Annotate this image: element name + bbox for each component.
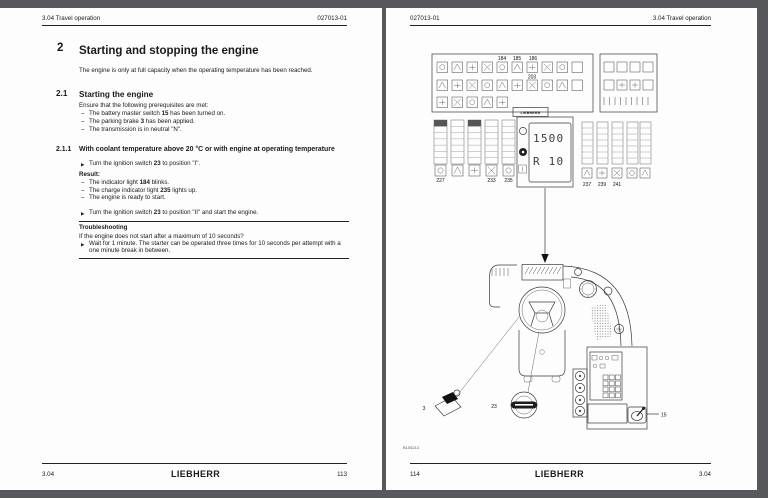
- callout-line: [527, 331, 540, 393]
- left-page-content: 2 Starting and stopping the engine The e…: [0, 39, 349, 259]
- speaker-grille: [590, 303, 613, 340]
- display-housing: [516, 116, 574, 188]
- cab-illustration: 15 3 23: [423, 264, 667, 430]
- down-arrow-icon: [541, 254, 549, 263]
- section-intro: The engine is only at full capacity when…: [79, 67, 313, 74]
- steering-wheel: [518, 286, 566, 334]
- list-item: – The parking brake 3 has been applied.: [81, 117, 195, 125]
- left-page-header: 3.04 Travel operation 027013-01: [42, 15, 347, 26]
- display-gear-value: R 10: [533, 155, 564, 168]
- callout-227: 227: [436, 178, 445, 184]
- callout-233: 233: [487, 178, 496, 184]
- section-2-1-1-heading: 2.1.1 With coolant temperature above 20 …: [0, 146, 349, 154]
- side-panel: [586, 346, 648, 430]
- callout-184: 184: [498, 56, 507, 62]
- list-item: – The transmission is in neutral "N".: [81, 125, 182, 133]
- dash-marker: –: [81, 117, 85, 125]
- troubleshooting-top-rule: [79, 220, 349, 222]
- header-doc-id: 027013-01: [317, 15, 347, 22]
- troubleshooting-remedy: ▶ Wait for 1 minute. The starter can be …: [81, 240, 341, 255]
- subsection-title: Starting the engine: [79, 90, 154, 100]
- section-2-1-heading: 2.1 Starting the engine: [0, 89, 349, 100]
- dashboard: [521, 264, 564, 281]
- callout-3: 3: [423, 406, 426, 412]
- subsubsection-number: 2.1.1: [56, 145, 72, 153]
- section-2-heading: 2 Starting and stopping the engine: [0, 42, 349, 58]
- callout-235: 235: [504, 178, 513, 184]
- header-section-label: 3.04 Travel operation: [42, 15, 101, 22]
- bar-gauges: [433, 119, 652, 179]
- socket-icon: [614, 324, 624, 334]
- header-doc-id: 027013-01: [410, 15, 440, 22]
- knob-icon: [603, 286, 613, 296]
- panel-brand-label: LIEBHERR: [521, 111, 541, 115]
- callout-185: 185: [513, 56, 522, 62]
- right-page-header: 027013-01 3.04 Travel operation: [410, 15, 711, 26]
- dash-marker: –: [81, 110, 85, 117]
- subsubsection-title: With coolant temperature above 20 °C or …: [79, 145, 335, 153]
- callout-186: 186: [529, 56, 538, 62]
- callout-15: 15: [661, 413, 667, 419]
- battery-master-switch: [627, 406, 647, 424]
- section-number: 2: [57, 42, 64, 54]
- liebherr-logo: LIEBHERR: [534, 468, 585, 480]
- prerequisites-lead: Ensure that the following prerequisites …: [79, 102, 209, 110]
- dash-marker: –: [81, 194, 85, 202]
- troubleshooting-bottom-rule: [79, 257, 349, 259]
- footer-chapter: 3.04: [698, 470, 711, 478]
- section-title: Starting and stopping the engine: [79, 45, 259, 57]
- page-right: 027013-01 3.04 Travel operation 184 185 …: [386, 8, 757, 490]
- callout-203: 203: [528, 75, 537, 81]
- armrest-console: [562, 265, 633, 347]
- callout-239: 239: [598, 182, 607, 188]
- seat-console: [518, 330, 566, 377]
- list-item: – The battery master switch 15 has been …: [81, 110, 226, 117]
- footer-page-number: 113: [337, 470, 347, 478]
- keypad-grid: [602, 374, 621, 399]
- callout-line: [455, 316, 520, 398]
- troubleshooting-question: If the engine does not start after a max…: [79, 232, 244, 240]
- knob-icon: [574, 268, 582, 276]
- figure-code: B105213: [403, 445, 420, 450]
- right-page-footer: 114 LIEBHERR 3.04: [410, 463, 711, 479]
- callout-237: 237: [583, 182, 592, 188]
- compartment-box: [587, 403, 628, 424]
- switch-column: [572, 368, 588, 418]
- display-rpm-value: 1500: [533, 132, 564, 145]
- list-item: – The charge indicator light 235 lights …: [81, 186, 198, 194]
- header-section-label: 3.04 Travel operation: [652, 15, 711, 22]
- callout-23: 23: [491, 404, 497, 410]
- triangle-marker-icon: ▶: [81, 161, 85, 167]
- display-service-icon: [518, 164, 527, 174]
- subsection-number: 2.1: [56, 89, 68, 99]
- result-label: Result:: [79, 171, 100, 178]
- liebherr-logo: LIEBHERR: [170, 468, 221, 480]
- instruction-step: ▶ Turn the ignition switch 23 to positio…: [81, 159, 201, 167]
- indicator-panel-box-right: [599, 53, 658, 113]
- callout-241: 241: [613, 182, 622, 188]
- footer-page-number: 114: [410, 470, 420, 478]
- control-panel: [589, 351, 623, 401]
- triangle-marker-icon: ▶: [81, 242, 85, 248]
- display-knob-icon: [519, 127, 527, 135]
- vent-hatch: [491, 268, 509, 276]
- footer-chapter: 3.04: [42, 470, 55, 478]
- list-item: – The indicator light 184 blinks.: [81, 178, 170, 186]
- dash-marker: –: [81, 125, 85, 133]
- controls-figure: 184 185 186 203 LIEBHERR 1500 R 10 227 2…: [403, 53, 667, 450]
- troubleshooting-title: Troubleshooting: [79, 224, 128, 232]
- dash-marker: –: [81, 186, 85, 194]
- instruction-step: ▶ Turn the ignition switch 23 to positio…: [81, 208, 259, 216]
- indicator-panel-box: [431, 53, 594, 113]
- indicator-icon-grid: [436, 61, 654, 108]
- left-page-footer: 3.04 LIEBHERR 113: [42, 463, 347, 479]
- panel-nameplate: [512, 107, 549, 117]
- page-left: 3.04 Travel operation 027013-01 2 Starti…: [0, 8, 382, 490]
- dash-marker: –: [81, 178, 85, 186]
- list-item: – The engine is ready to start.: [81, 194, 166, 202]
- lcd-display: [528, 122, 572, 183]
- triangle-marker-icon: ▶: [81, 210, 85, 216]
